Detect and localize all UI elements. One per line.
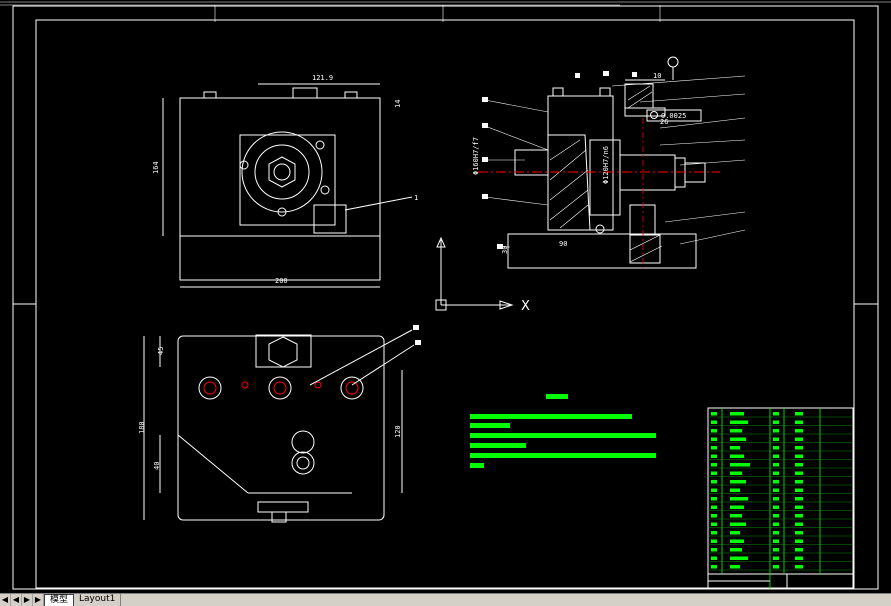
dim-30-label: 30: [501, 246, 509, 254]
tab-layout1[interactable]: Layout1: [74, 594, 122, 606]
layout-tab-bar: ◀ ◀ ▶ ▶ 模型 Layout1: [0, 593, 891, 606]
ucs-icon: X: [435, 236, 530, 314]
dim-120-label: 120: [394, 425, 402, 438]
dim-180-label: 180: [138, 421, 146, 434]
fcf-value-label: 0.0025: [661, 112, 686, 120]
dim-45-label: 45: [157, 347, 165, 355]
first-tab-button[interactable]: ◀: [0, 594, 11, 606]
dim-phi1-label: Φ160H7/f7: [472, 137, 480, 175]
section-view: Φ160H7/f7 Φ120H7/n6 10 26 0.0025 90 30: [472, 56, 746, 269]
dim-40-label: 40: [153, 462, 161, 470]
svg-text:1: 1: [414, 194, 418, 202]
drawing-frame: [35, 19, 855, 589]
dim-90-label: 90: [559, 240, 567, 248]
dim-top-label: 121.9: [312, 74, 333, 82]
dim-bottom-label: 200: [275, 277, 288, 285]
dim-top-10-label: 10: [653, 72, 661, 80]
dim-phi2-label: Φ120H7/n6: [602, 146, 610, 184]
prev-tab-button[interactable]: ◀: [11, 594, 22, 606]
top-view: 45 180 40 120: [138, 325, 421, 523]
cad-drawing-canvas[interactable]: 121.9 164 200 14 1: [0, 0, 891, 593]
parts-list-table: [707, 407, 854, 590]
dim-26-label: 26: [660, 118, 668, 126]
tab-model[interactable]: 模型: [44, 594, 75, 606]
dim-left-label: 164: [152, 161, 160, 174]
next-tab-button[interactable]: ▶: [22, 594, 33, 606]
front-view: 121.9 164 200 14 1: [152, 74, 418, 288]
ucs-x-label: X: [521, 299, 530, 314]
technical-notes: [470, 394, 656, 468]
sheet-outer-border: [12, 5, 879, 590]
last-tab-button[interactable]: ▶: [33, 594, 44, 606]
dim-side-label: 14: [394, 100, 402, 108]
